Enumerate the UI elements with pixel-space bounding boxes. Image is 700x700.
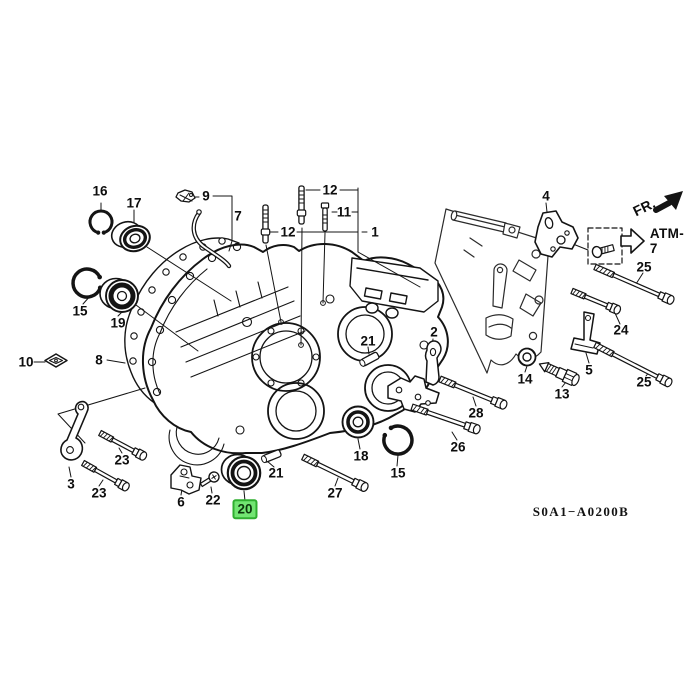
- part-label[interactable]: 23: [91, 485, 107, 501]
- part-2-lever: [387, 340, 442, 413]
- part-label[interactable]: 16: [92, 183, 108, 199]
- part-label[interactable]: 1: [371, 224, 379, 240]
- part-label[interactable]: 21: [360, 333, 376, 349]
- fr-arrow-icon: [653, 191, 683, 213]
- part-14-washer: [517, 347, 537, 367]
- part-label[interactable]: 22: [205, 492, 221, 508]
- part-label[interactable]: 13: [554, 386, 570, 402]
- part-4-bracket: [534, 210, 579, 258]
- part-label[interactable]: 15: [390, 465, 406, 481]
- part-label[interactable]: 21: [268, 465, 284, 481]
- part-label-highlighted[interactable]: 20: [232, 499, 258, 519]
- part-7-pipe: [191, 209, 232, 269]
- part-22-bolt: [199, 471, 220, 488]
- part-label[interactable]: 8: [95, 352, 103, 368]
- part-label[interactable]: 7: [234, 208, 242, 224]
- part-label[interactable]: 19: [110, 315, 126, 331]
- part-label[interactable]: 25: [636, 374, 652, 390]
- part-label[interactable]: 15: [72, 303, 88, 319]
- part-13-sensor: [538, 362, 580, 387]
- part-label[interactable]: 25: [636, 259, 652, 275]
- fr-direction-label: FR.: [630, 194, 658, 220]
- part-label[interactable]: 23: [114, 452, 130, 468]
- part-label[interactable]: 26: [450, 439, 466, 455]
- part-label[interactable]: 28: [468, 405, 484, 421]
- part-label[interactable]: 10: [18, 354, 34, 370]
- case-side-view: [434, 208, 550, 374]
- part-15-snap-ring-right: [382, 424, 414, 456]
- part-label[interactable]: 17: [126, 195, 142, 211]
- part-19-bearing: [99, 277, 139, 313]
- part-16-snap-ring: [88, 209, 114, 235]
- part-17-oil-seal: [110, 220, 151, 253]
- diagram-code: S0A1−A0200B: [532, 504, 630, 519]
- part-20-oil-seal-highlighted: [220, 453, 262, 491]
- part-label[interactable]: 2: [430, 324, 438, 340]
- part-label[interactable]: 5: [585, 362, 593, 378]
- part-label[interactable]: 11: [336, 204, 352, 220]
- atm7-reference-label[interactable]: ATM-7: [649, 226, 685, 256]
- atm7-arrow-icon: [620, 228, 645, 254]
- part-label[interactable]: 4: [542, 188, 550, 204]
- part-9-clip: [175, 189, 196, 203]
- part-label[interactable]: 9: [202, 188, 210, 204]
- part-label[interactable]: 6: [177, 494, 185, 510]
- part-18-bearing: [341, 405, 375, 439]
- part-label[interactable]: 14: [517, 371, 533, 387]
- part-label[interactable]: 3: [67, 476, 75, 492]
- part-label[interactable]: 27: [327, 485, 343, 501]
- part-label[interactable]: 12: [280, 224, 296, 240]
- part-label[interactable]: 12: [322, 182, 338, 198]
- part-10-grommet: [44, 353, 68, 368]
- part-5-bracket: [570, 311, 601, 355]
- part-label[interactable]: 18: [353, 448, 369, 464]
- part-6-bracket: [170, 464, 202, 495]
- part-label[interactable]: 24: [613, 322, 629, 338]
- part-3-bracket: [60, 400, 89, 461]
